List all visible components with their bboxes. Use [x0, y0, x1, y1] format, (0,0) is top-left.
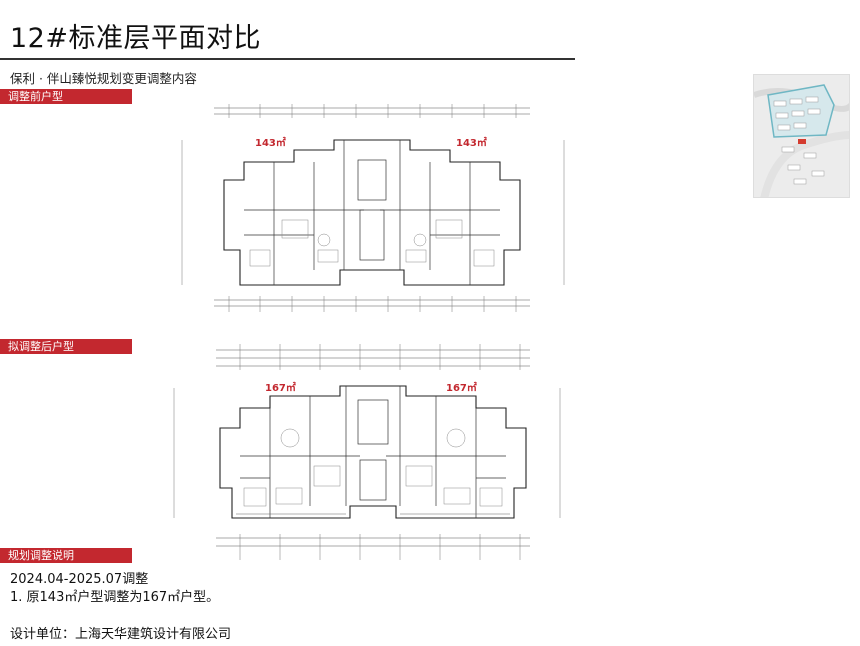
design-unit: 设计单位：上海天华建筑设计有限公司: [10, 627, 232, 642]
site-location-thumbnail: [753, 74, 850, 198]
title-divider: [0, 58, 575, 60]
unit-area-label-after-right: 167㎡: [446, 383, 477, 394]
unit-area-label-before-right: 143㎡: [456, 138, 487, 149]
section-tag-after: 拟调整后户型: [0, 339, 132, 354]
adjustment-item-1: 1. 原143㎡户型调整为167㎡户型。: [10, 590, 220, 605]
floor-plan-after: [160, 338, 572, 568]
unit-area-label-after-left: 167㎡: [265, 383, 296, 394]
adjustment-period: 2024.04-2025.07调整: [10, 572, 149, 587]
project-subtitle: 保利 · 伴山臻悦规划变更调整内容: [10, 71, 197, 86]
page-title: 12#标准层平面对比: [10, 23, 261, 54]
unit-area-label-before-left: 143㎡: [255, 138, 286, 149]
section-tag-notes: 规划调整说明: [0, 548, 132, 563]
floor-plan-before: [174, 100, 572, 322]
section-tag-before: 调整前户型: [0, 89, 132, 104]
